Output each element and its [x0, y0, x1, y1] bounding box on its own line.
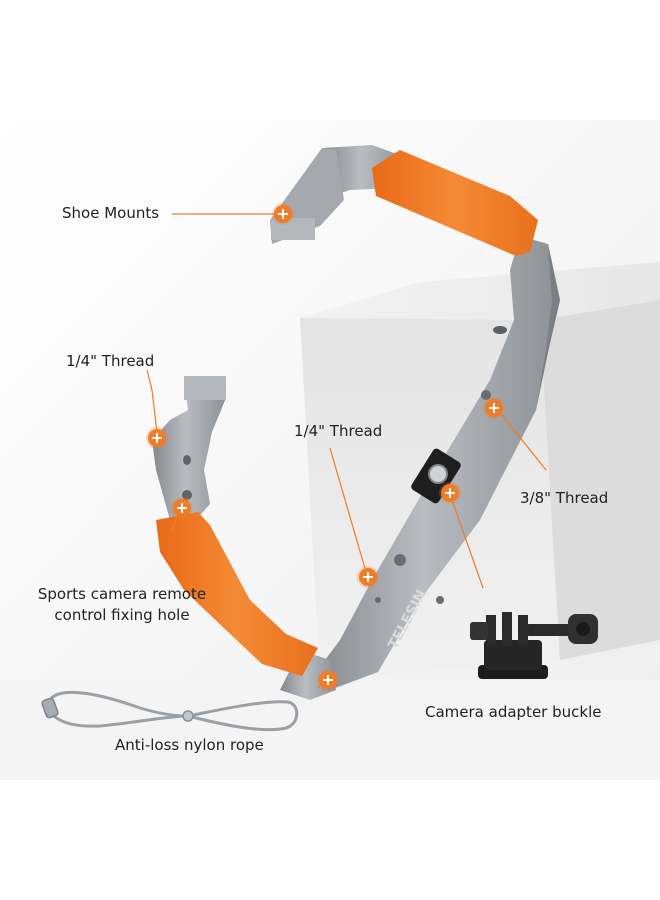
- hotspot-remote-fixing-hole[interactable]: [173, 499, 191, 517]
- label-remote-fixing-hole-line2: control fixing hole: [54, 606, 190, 624]
- grip-left: [156, 512, 318, 676]
- label-quarter-thread-left: 1/4" Thread: [66, 352, 155, 370]
- hotspot-quarter-thread-left[interactable]: [148, 429, 166, 447]
- label-remote-fixing-hole-line1: Sports camera remote: [37, 585, 207, 603]
- leader-lines: [146, 213, 547, 689]
- label-three-eighths-thread: 3/8" Thread: [520, 489, 609, 507]
- hotspot-shoe-mount[interactable]: [274, 205, 292, 223]
- display-block-side: [540, 300, 660, 660]
- grip-top-right: [372, 150, 538, 256]
- label-shoe-mounts: Shoe Mounts: [62, 204, 160, 222]
- hotspot-rope-loop[interactable]: [319, 671, 337, 689]
- hotspot-adapter-buckle[interactable]: [441, 484, 459, 502]
- floor: [0, 680, 660, 780]
- label-remote-fixing-hole: Sports camera remote control fixing hole: [26, 584, 218, 626]
- label-nylon-rope: Anti-loss nylon rope: [115, 736, 264, 754]
- camera-adapter-buckle: [470, 612, 598, 679]
- hotspot-three-eighths-thread[interactable]: [485, 399, 503, 417]
- nylon-rope: [41, 690, 299, 732]
- label-adapter-buckle: Camera adapter buckle: [425, 703, 602, 721]
- cage-frame-right: [270, 145, 560, 690]
- display-block-top: [300, 262, 660, 320]
- hotspot-quarter-thread-center[interactable]: [359, 568, 377, 586]
- label-quarter-thread-center: 1/4" Thread: [294, 422, 383, 440]
